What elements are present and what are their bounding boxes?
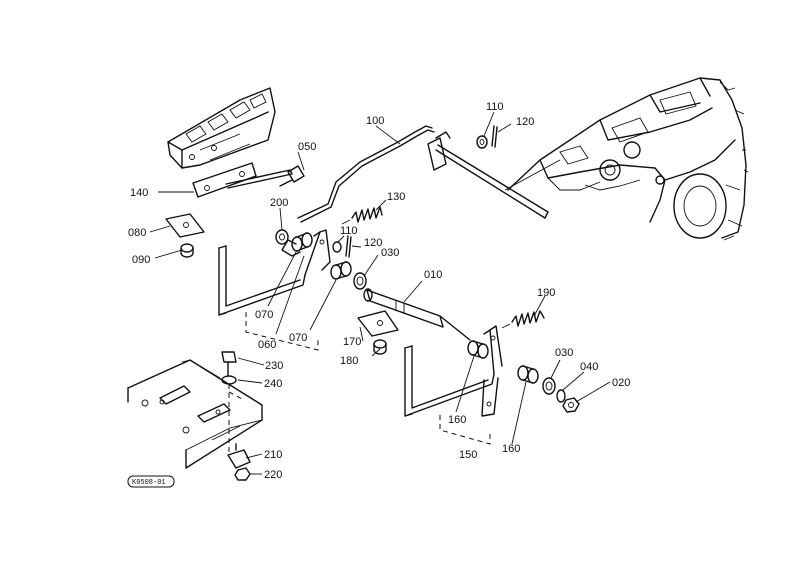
callout-090: 090 <box>132 254 150 266</box>
washer-240 <box>221 375 237 385</box>
base-frame <box>127 359 263 469</box>
nut-220 <box>234 467 251 481</box>
plate-140 <box>192 162 293 198</box>
lever-arm-right <box>404 325 503 417</box>
callout-150: 150 <box>459 449 477 461</box>
callout-180: 180 <box>340 355 358 367</box>
callout-010: 010 <box>424 269 442 281</box>
callout-240: 240 <box>264 378 282 390</box>
callout-190: 190 <box>537 287 555 299</box>
plate-080 <box>165 213 205 238</box>
callout-170: 170 <box>343 336 361 348</box>
washer-030-mid <box>353 272 367 290</box>
callout-070: 070 <box>255 309 273 321</box>
leader-lines <box>149 111 611 475</box>
callout-160: 160 <box>502 443 520 455</box>
callout-160: 160 <box>448 414 466 426</box>
callout-050: 050 <box>298 141 316 153</box>
pin-120-top <box>491 125 498 148</box>
drawing-code-box: K0508-01 <box>127 475 175 488</box>
callout-020: 020 <box>612 377 630 389</box>
callout-140: 140 <box>130 187 148 199</box>
washer-040 <box>556 389 566 403</box>
callout-200: 200 <box>270 197 288 209</box>
callout-110: 110 <box>486 101 504 113</box>
callout-110: 110 <box>340 225 358 237</box>
callout-040: 040 <box>580 361 598 373</box>
rod-100 <box>297 125 435 223</box>
callout-030: 030 <box>555 347 573 359</box>
washer-200 <box>275 229 289 245</box>
nut-180 <box>373 339 387 355</box>
callout-230: 230 <box>265 360 283 372</box>
callout-030: 030 <box>381 247 399 259</box>
housing-block <box>167 87 276 169</box>
callout-120: 120 <box>364 237 382 249</box>
bushing-160-b <box>517 365 539 384</box>
lever-arm-left <box>218 229 331 316</box>
callout-070: 070 <box>289 332 307 344</box>
callout-210: 210 <box>264 449 282 461</box>
spring-190 <box>501 310 545 329</box>
washer-110-top <box>476 135 488 149</box>
callout-100: 100 <box>366 115 384 127</box>
callout-220: 220 <box>264 469 282 481</box>
callout-080: 080 <box>128 227 146 239</box>
bushing-160-a <box>467 340 489 359</box>
tractor-body <box>507 77 749 241</box>
plate-170 <box>357 310 399 337</box>
drawing-code: K0508-01 <box>132 479 166 487</box>
bushing-070-left <box>291 232 313 252</box>
callout-130: 130 <box>387 191 405 203</box>
shaft-010 <box>363 288 471 341</box>
washer-030-right <box>542 377 556 395</box>
nut-020 <box>562 397 580 413</box>
pin-120-mid <box>345 235 352 258</box>
washer-110-mid <box>332 241 342 253</box>
dashed-guides <box>228 312 491 455</box>
nut-090 <box>180 243 194 258</box>
callouts: 010 020 030 030 040 050 060 070 070 080 … <box>128 101 630 481</box>
callout-120: 120 <box>516 116 534 128</box>
bolt-050 <box>279 165 305 187</box>
spring-130 <box>341 206 383 225</box>
callout-060: 060 <box>258 339 276 351</box>
bushing-070-right <box>330 261 352 280</box>
long-shaft <box>427 131 561 219</box>
bolt-230 <box>221 351 237 377</box>
bracket-210 <box>227 443 251 469</box>
